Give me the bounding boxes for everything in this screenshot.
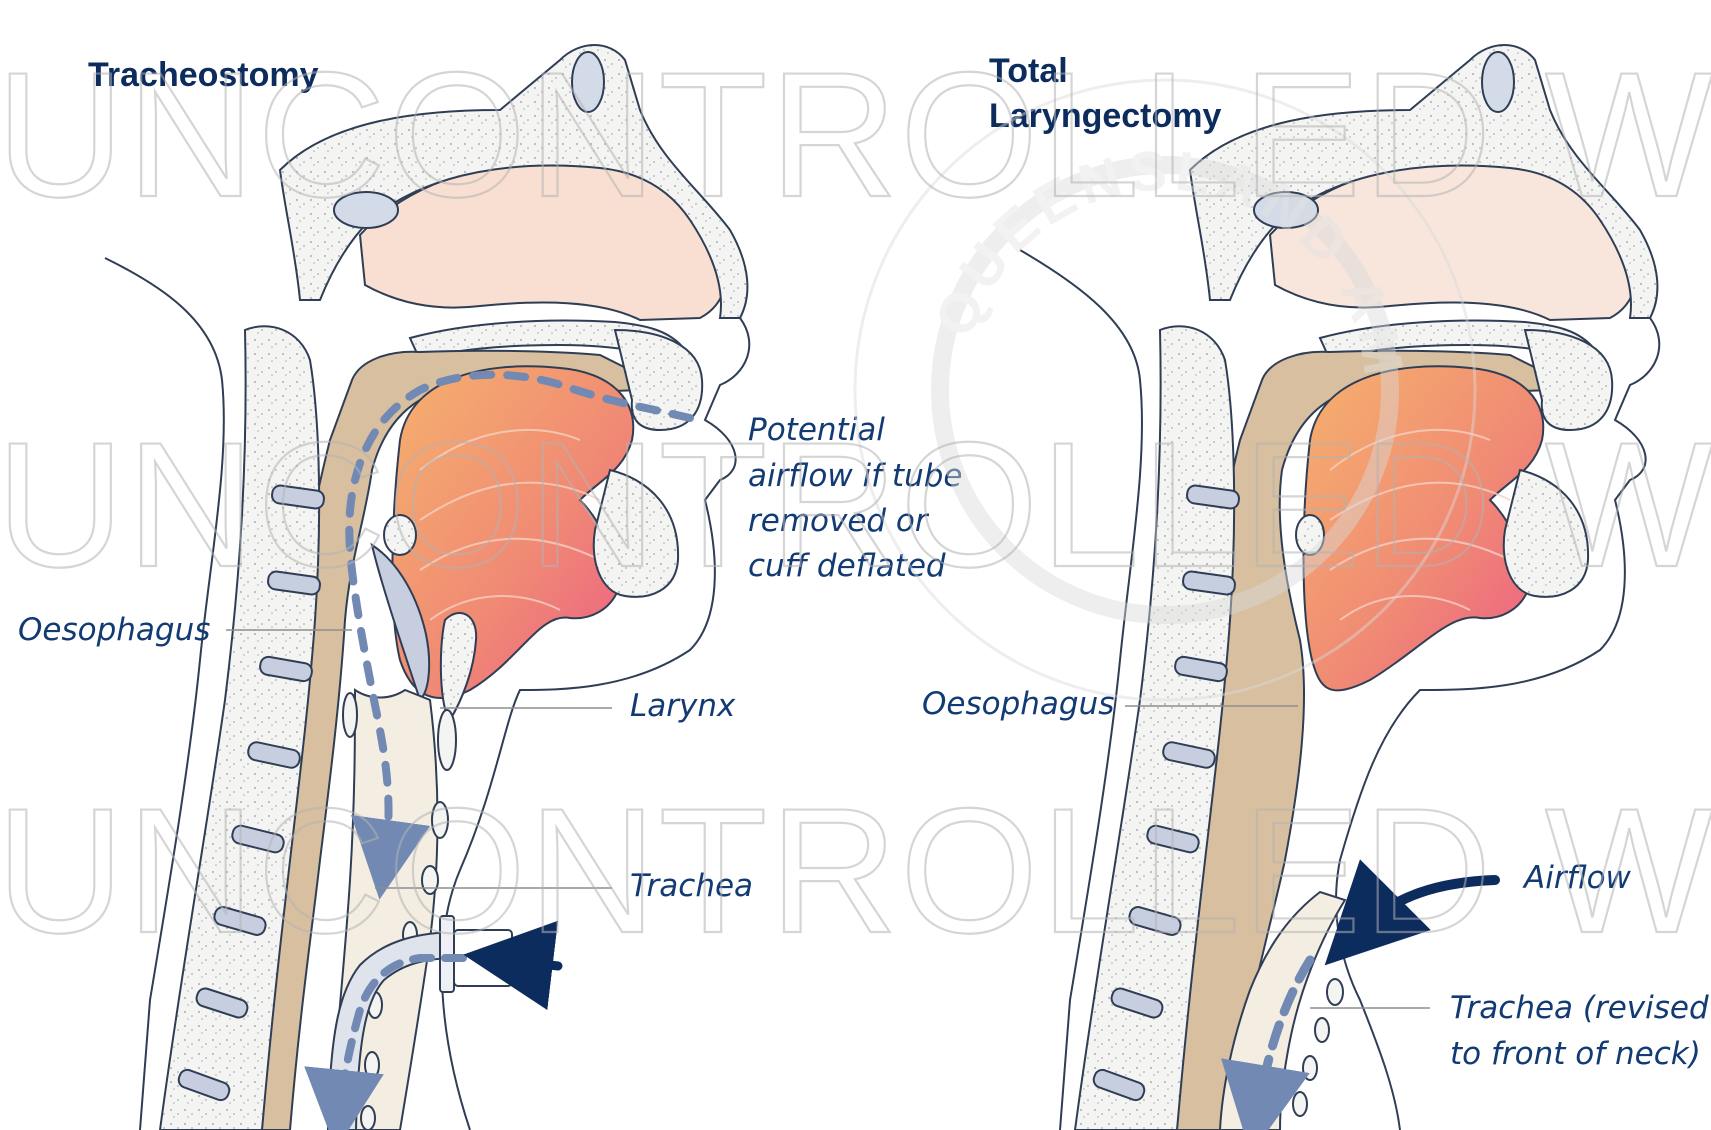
label-oesophagus-right: Oesophagus (922, 686, 1114, 722)
label-potential-airflow-line3: removed or (748, 503, 930, 539)
label-potential-airflow-line2: airflow if tube (748, 458, 963, 494)
label-potential-airflow-line4: cuff deflated (748, 548, 946, 584)
thyroid-cartilage (441, 613, 476, 720)
laryngectomy-panel: Total Laryngectomy Oesophagus Airflow Tr… (922, 45, 1709, 1130)
sinus-upper-right (1482, 52, 1514, 112)
airflow-in-arrow-left (508, 960, 558, 966)
chin-bone-right (1504, 470, 1588, 597)
label-trachea-revised-line1: Trachea (revised (1450, 990, 1709, 1026)
laryngectomy-title-line1: Total (989, 52, 1068, 90)
airflow-in-arrow-right (1360, 880, 1495, 930)
label-oesophagus-left: Oesophagus (18, 612, 210, 648)
label-airflow: Airflow (1522, 860, 1632, 896)
chin-bone (594, 470, 678, 597)
laryngectomy-title-line2: Laryngectomy (989, 97, 1221, 135)
sinus-lower-right (1254, 192, 1318, 228)
tracheostomy-panel: Tracheostomy Potential airflow if tube r… (18, 45, 963, 1130)
label-trachea-revised-line2: to front of neck) (1450, 1036, 1701, 1072)
tracheostomy-title: Tracheostomy (88, 56, 319, 94)
hyoid-bone-right (1296, 515, 1324, 555)
label-potential-airflow-line1: Potential (748, 412, 885, 448)
sinus-upper (572, 52, 604, 112)
label-larynx: Larynx (630, 688, 736, 724)
hyoid-bone (384, 515, 416, 555)
label-trachea-left: Trachea (630, 868, 753, 904)
sinus-lower (334, 192, 398, 228)
